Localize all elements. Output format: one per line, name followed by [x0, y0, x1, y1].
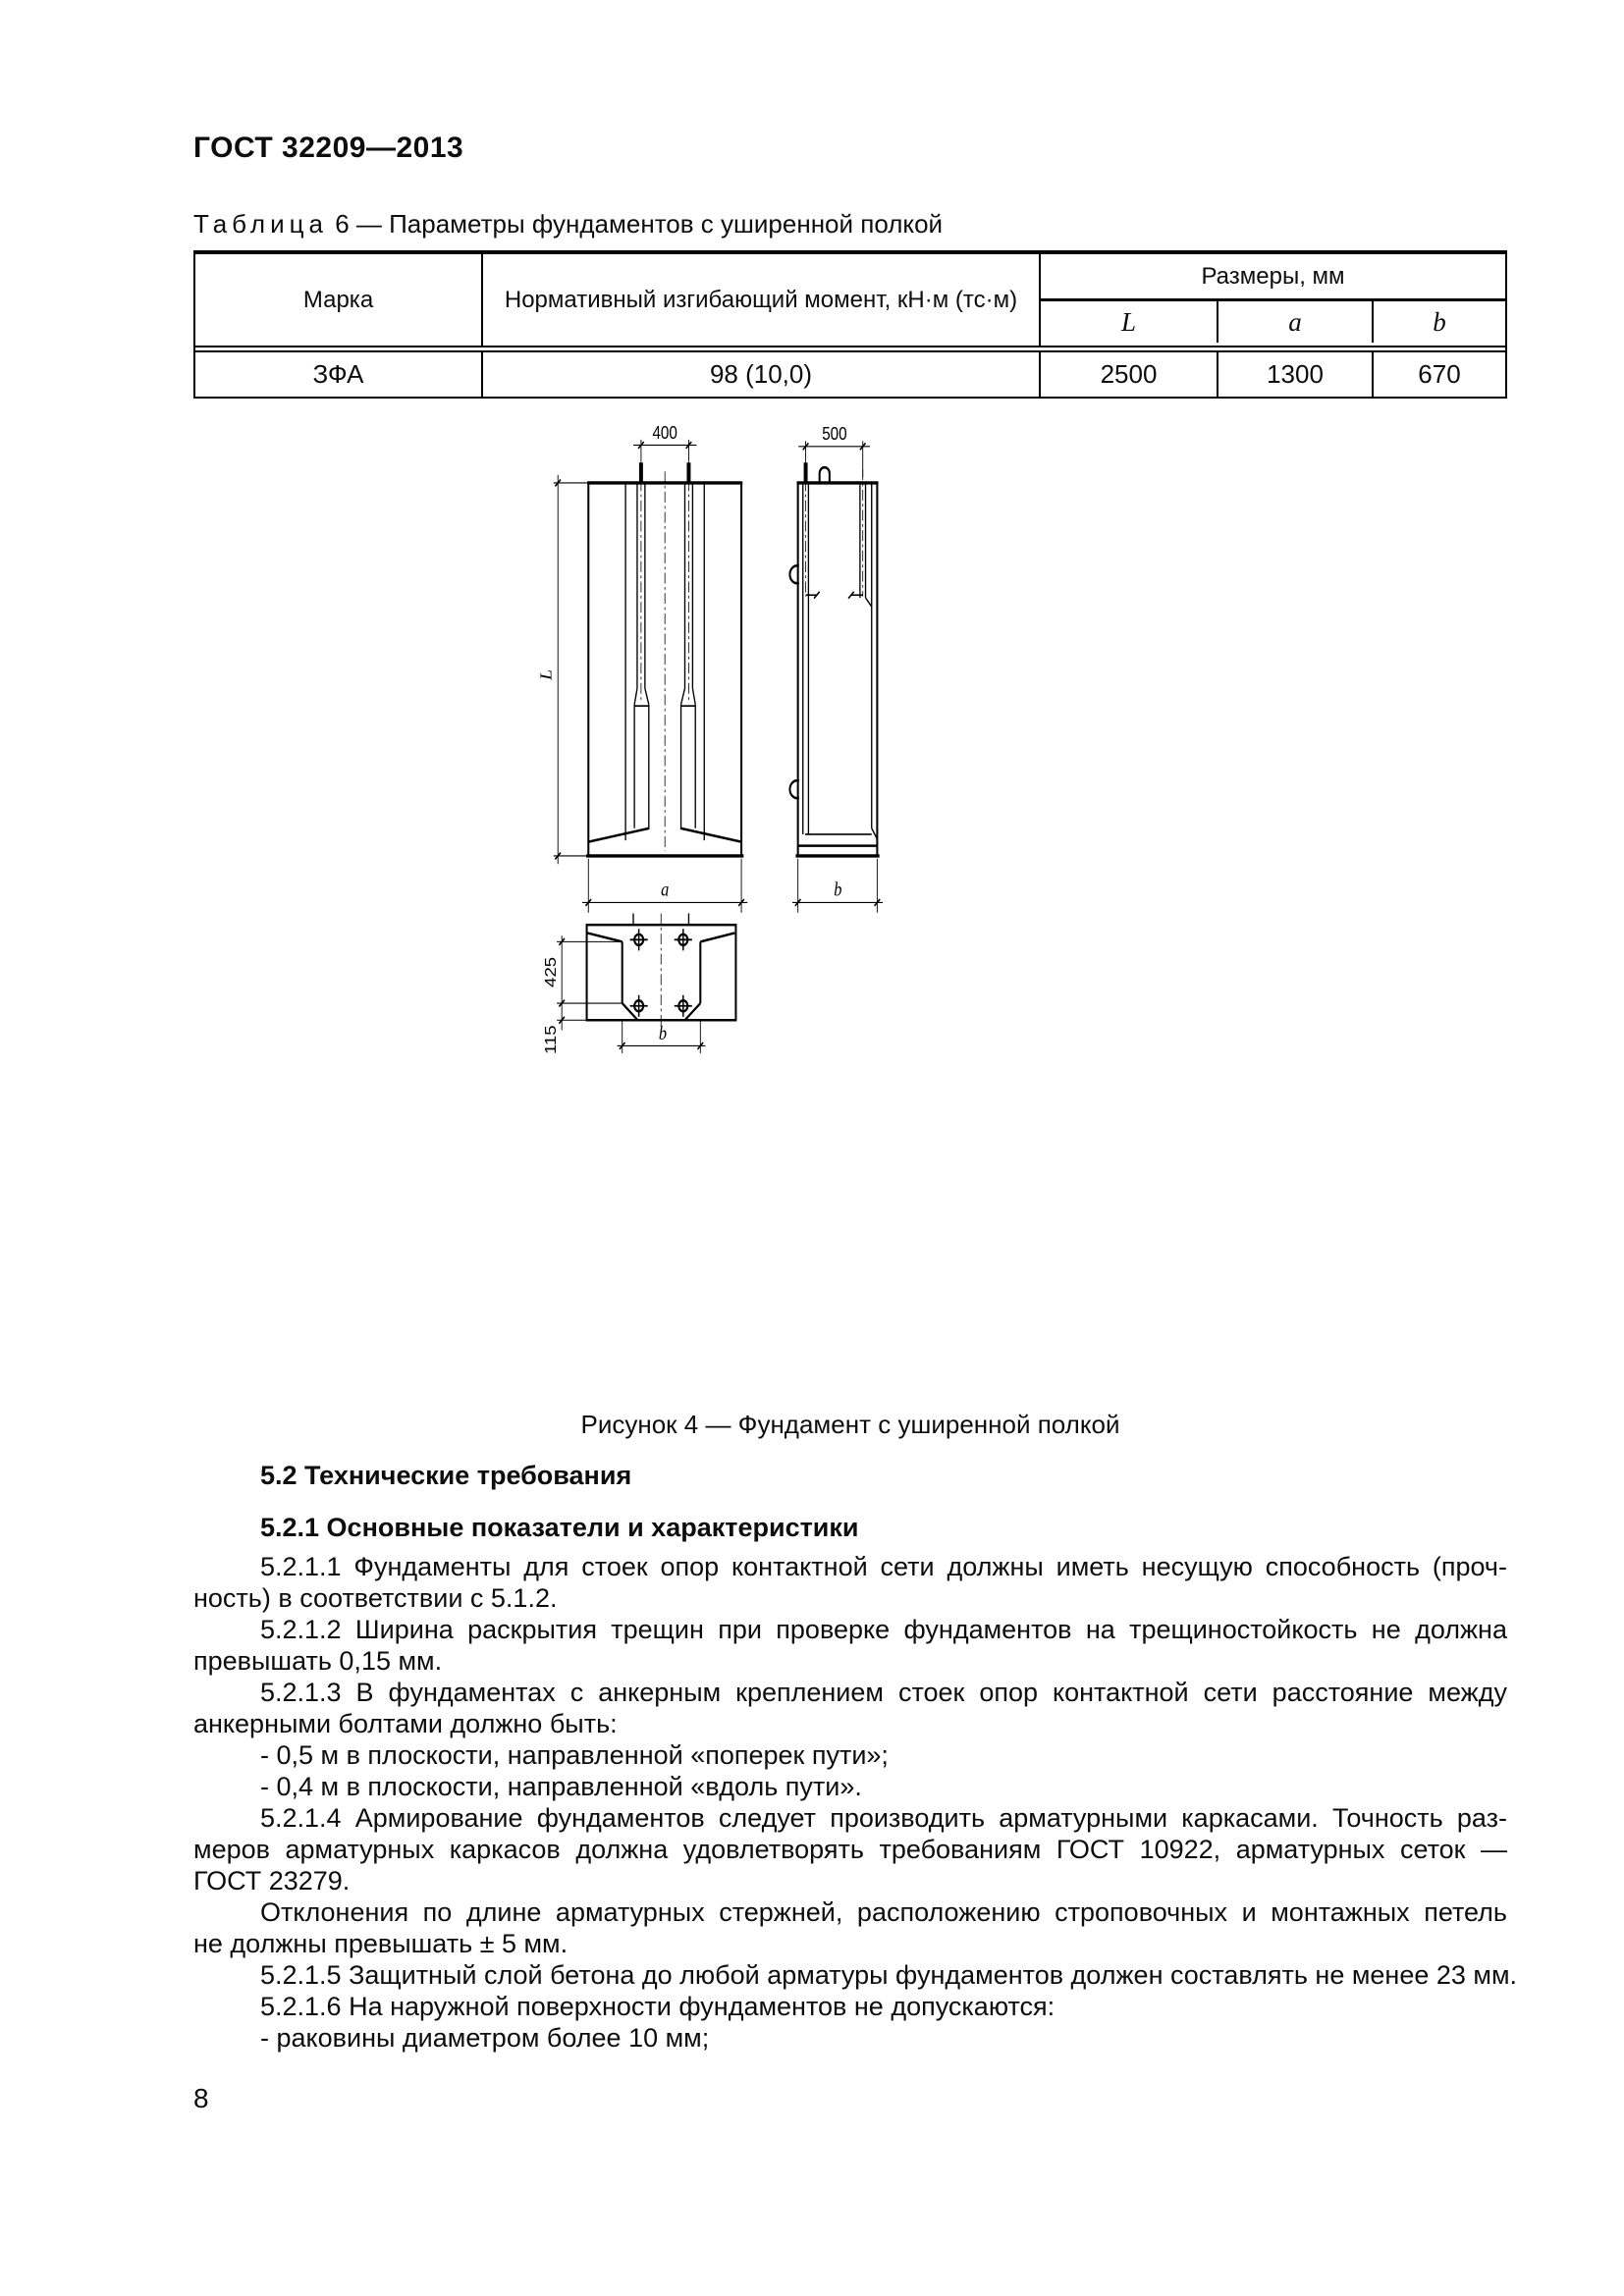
dim-L: L [537, 474, 588, 865]
dim-label-a: a [661, 879, 669, 900]
row-cell-moment: 98 (10,0) [483, 352, 1041, 397]
text-line: ГОСТ 23279. [193, 1866, 351, 1896]
subheader-cell-b: b [1433, 306, 1446, 337]
text-line: превышать 0,15 мм. [193, 1646, 443, 1676]
subheader-cell-a: a [1218, 301, 1374, 343]
plan-view: 425 115 b [543, 913, 737, 1054]
table-caption: Таблица 6 — Параметры фундаментов с ушир… [193, 209, 943, 240]
text-line: 5.2.1.5 Защитный слой бетона до любой ар… [260, 1960, 1518, 1990]
header-group-sizes: Размеры, мм L a b [1041, 254, 1505, 346]
row-cell-a: 1300 [1218, 352, 1374, 397]
dim-label-b-plan: b [659, 1023, 667, 1044]
side-hook-upper [788, 564, 800, 585]
dim-label-115: 115 [543, 1025, 560, 1054]
text-line: 5.2.1.6 На наружной поверхности фундамен… [260, 1992, 1056, 2021]
subheader-cell-L: L [1041, 301, 1218, 343]
dim-500: 500 [798, 423, 871, 478]
row-cell-b: 670 [1418, 359, 1461, 389]
dim-b-plan: b [617, 1020, 706, 1053]
side-hook-lower [788, 778, 800, 800]
text-line: 5.2.1.3 В фундаментах с анкерным креплен… [260, 1678, 1507, 1707]
text-block: 5.2 Технические требования 5.2.1 Основные… [193, 1460, 1518, 2054]
dim-label-b-side: b [834, 879, 841, 900]
dim-a: a [582, 858, 748, 913]
table-row: ЗФА 98 (10,0) 2500 1300 670 [195, 352, 1505, 397]
text-line: 5.2.1.2 Ширина раскрытия трещин при пров… [260, 1615, 1507, 1644]
page-number: 8 [193, 2083, 209, 2113]
text-line: не должны превышать ± 5 мм. [193, 1929, 568, 1958]
header-cell-mark: Марка [195, 254, 483, 346]
text-line: 5.2.1 Основные показатели и характеристи… [260, 1513, 859, 1542]
front-view: 400 L a [537, 423, 748, 913]
row-cell-mark: ЗФА [195, 352, 483, 397]
text-line: - 0,4 м в плоскости, направленной «вдоль… [260, 1772, 862, 1801]
text-line: - 0,5 м в плоскости, направленной «попер… [260, 1740, 889, 1770]
plan-anchor-bolts [629, 929, 692, 1017]
text-line: меров арматурных каркасов должна удовлет… [193, 1835, 1507, 1864]
subheader-row: L a b [1041, 301, 1505, 343]
dim-b-side: b [792, 858, 884, 913]
text-line: анкерными болтами должно быть: [193, 1709, 618, 1738]
text-line: - раковины диаметром более 10 мм; [260, 2023, 710, 2053]
dim-label-500: 500 [822, 423, 846, 444]
dim-label-L: L [537, 669, 555, 681]
row-cell-L: 2500 [1041, 352, 1218, 397]
table-caption-word: Таблица [193, 209, 328, 239]
text-line: 5.2.1.4 Армирование фундаментов следует … [260, 1803, 1507, 1833]
side-view: 500 b [788, 423, 884, 913]
table-caption-rest: 6 — Параметры фундаментов с уширенной по… [335, 209, 944, 239]
header-cell-moment: Нормативный изгибающий момент, кН·м (тс·… [483, 254, 1041, 346]
dim-400: 400 [633, 423, 697, 460]
header-cell-sizes: Размеры, мм [1041, 254, 1505, 301]
table-6: Марка Нормативный изгибающий момент, кН·… [193, 250, 1507, 399]
figure-caption: Рисунок 4 — Фундамент с уширенной полкой [580, 1410, 1120, 1439]
dim-425-115: 425 115 [543, 935, 623, 1054]
text-line: 5.2.1.1 Фундаменты для стоек опор контак… [260, 1552, 1507, 1581]
dim-label-425: 425 [543, 957, 560, 988]
table-header: Марка Нормативный изгибающий момент, кН·… [195, 254, 1505, 346]
text-line: ность) в соответствии с 5.1.2. [193, 1583, 558, 1613]
figure-drawing: 400 L a [537, 423, 884, 1054]
lifting-loop [818, 465, 831, 484]
standard-number: ГОСТ 32209—2013 [193, 132, 464, 164]
text-line: 5.2 Технические требования [260, 1461, 632, 1490]
text-line: Отклонения по длине арматурных стержней,… [260, 1897, 1507, 1927]
header-body-divider [195, 346, 1505, 352]
dim-label-400: 400 [652, 423, 677, 444]
